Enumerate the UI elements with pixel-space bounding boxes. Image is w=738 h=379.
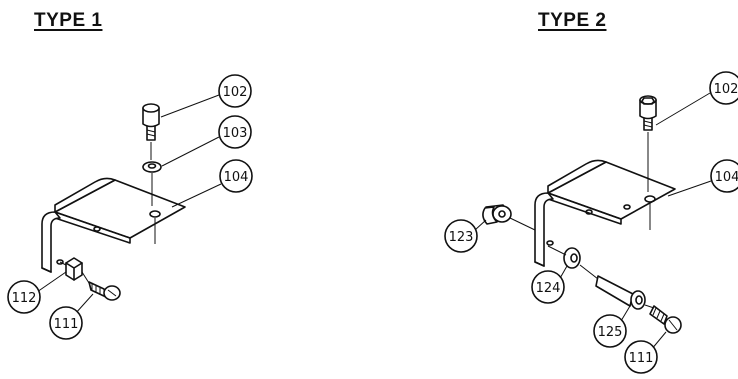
type-2-title: TYPE 2	[538, 10, 607, 31]
svg-text:102: 102	[223, 85, 248, 100]
spacer-part	[482, 204, 536, 231]
callout-104: 104	[219, 159, 253, 193]
callout-124: 124	[531, 270, 565, 304]
bracket-part	[534, 159, 676, 267]
screw-part	[142, 103, 160, 160]
svg-text:123: 123	[449, 230, 474, 245]
svg-text:125: 125	[598, 325, 623, 340]
callout-112: 112	[7, 280, 41, 314]
callout-102: 102	[709, 71, 738, 105]
callout-111: 111	[624, 340, 658, 374]
washer-part	[547, 245, 581, 269]
svg-text:111: 111	[629, 351, 654, 366]
callout-125: 125	[593, 314, 627, 348]
spacer-part	[59, 257, 83, 281]
callout-102: 102	[218, 74, 252, 108]
svg-text:112: 112	[12, 291, 37, 306]
pin-part	[579, 264, 646, 310]
callout-123: 123	[444, 219, 478, 253]
svg-text:124: 124	[536, 281, 561, 296]
svg-text:102: 102	[714, 82, 738, 97]
type-1-title: TYPE 1	[34, 10, 103, 31]
svg-text:104: 104	[715, 170, 738, 185]
svg-text:103: 103	[223, 126, 248, 141]
callout-104: 104	[710, 159, 738, 193]
type-1-assembly: 102 103 104 112 111	[7, 74, 253, 340]
svg-text:111: 111	[54, 317, 79, 332]
bolt-part	[644, 304, 682, 334]
washer-part	[142, 161, 162, 206]
callout-111: 111	[49, 306, 83, 340]
type-2-assembly: 102 104 123 124 125	[444, 71, 738, 374]
bolt-part	[81, 271, 121, 301]
svg-text:104: 104	[224, 170, 249, 185]
callout-103: 103	[218, 115, 252, 149]
screw-part	[639, 95, 657, 192]
bracket-part	[41, 177, 186, 273]
